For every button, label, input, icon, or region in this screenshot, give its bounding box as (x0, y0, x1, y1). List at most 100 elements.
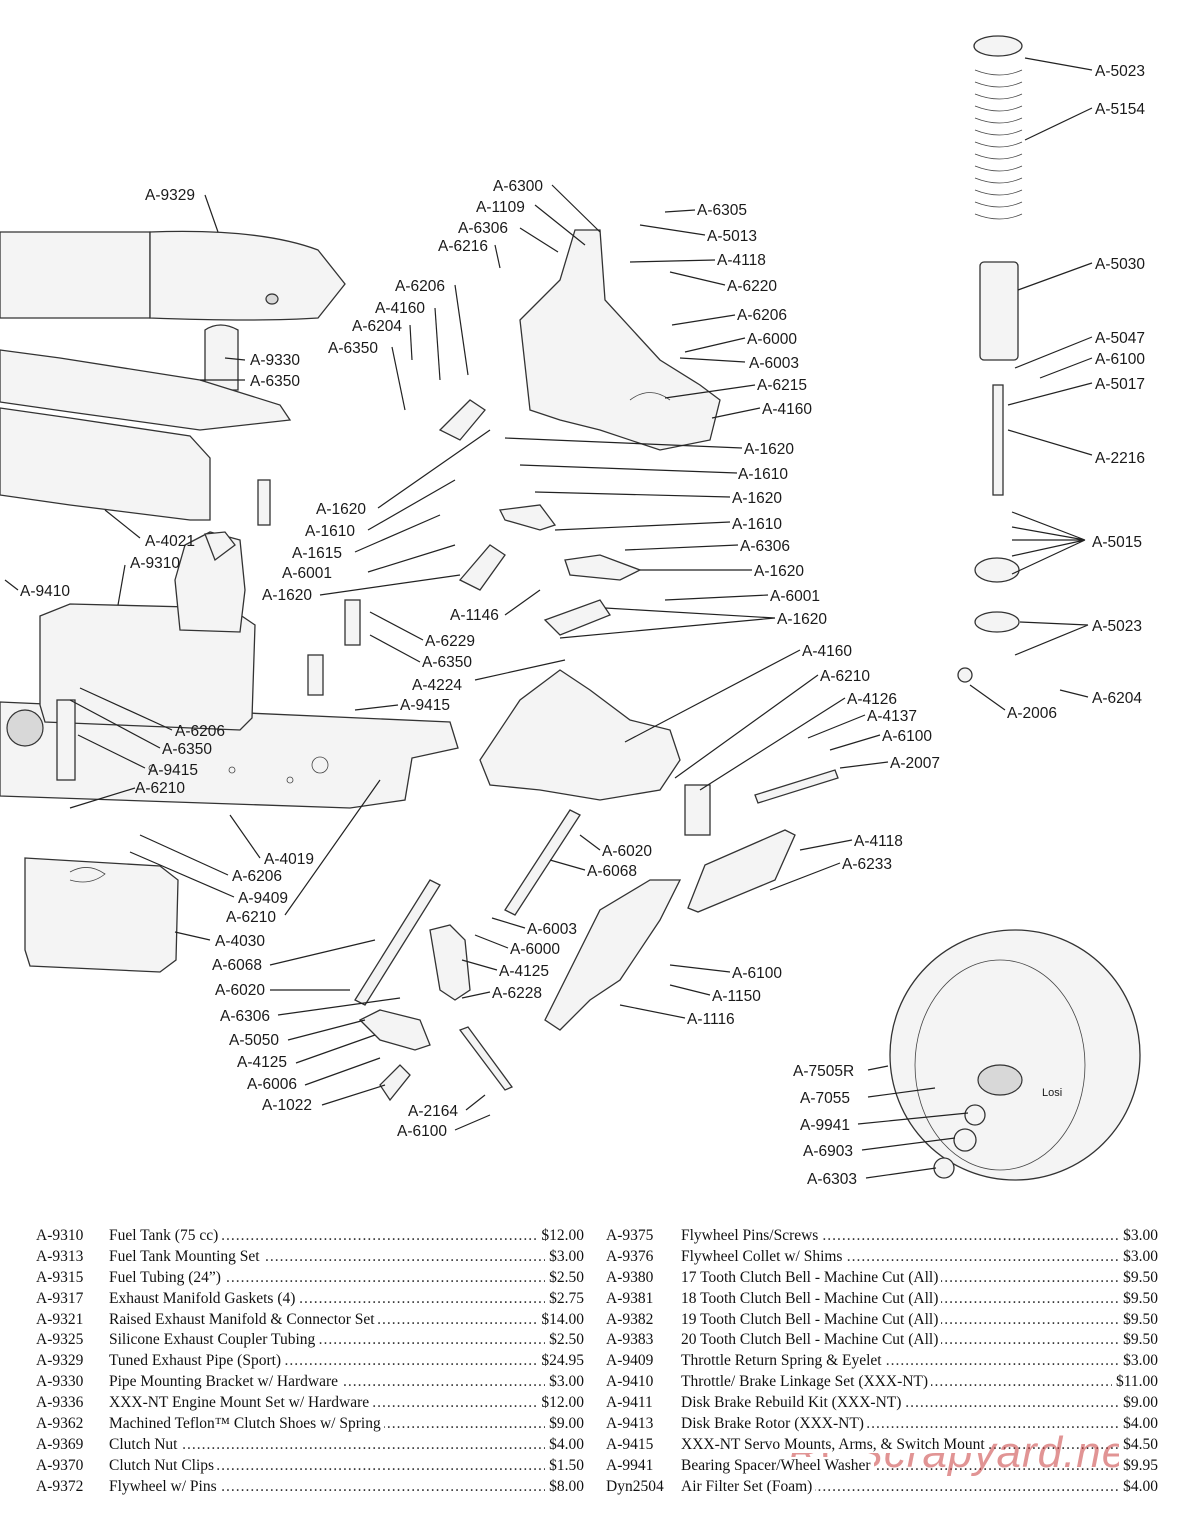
label-A-9330: A-9330 (250, 352, 300, 369)
link-rods (354, 809, 581, 1102)
label-A-1109: A-1109 (476, 199, 525, 216)
label-A-6000-b: A-6000 (510, 941, 560, 958)
label-A-6305: A-6305 (697, 202, 747, 219)
label-A-4030: A-4030 (215, 933, 265, 950)
label-A-6229: A-6229 (425, 633, 475, 650)
label-A-1610-b: A-1610 (738, 466, 788, 483)
posts (56, 599, 839, 836)
part-code: A-9321 (36, 1310, 84, 1328)
part-description: Air Filter Set (Foam) (681, 1477, 816, 1495)
part-code: A-9317 (36, 1289, 84, 1307)
label-A-1620-b: A-1620 (262, 587, 312, 604)
part-price: $12.00 (537, 1393, 584, 1415)
label-A-6210-b: A-6210 (226, 909, 276, 926)
part-code: A-9415 (606, 1435, 654, 1453)
part-price: $2.50 (545, 1267, 584, 1289)
part-price: $12.00 (537, 1226, 584, 1247)
label-A-1620-f: A-1620 (777, 611, 827, 628)
part-code: A-9375 (606, 1227, 654, 1244)
chassis-plate (0, 701, 459, 809)
part-code: A-9310 (36, 1227, 84, 1244)
label-A-6003: A-6003 (749, 355, 799, 372)
part-description: 18 Tooth Clutch Bell - Machine Cut (All) (681, 1289, 942, 1307)
label-A-1610: A-1610 (305, 523, 355, 540)
label-A-7505R: A-7505R (793, 1063, 854, 1080)
part-code: A-9382 (606, 1310, 654, 1328)
part-description: Fuel Tank (75 cc) (109, 1227, 222, 1244)
label-A-4118-b: A-4118 (854, 833, 903, 850)
label-A-1615: A-1615 (292, 545, 342, 562)
part-description: XXX-NT Engine Mount Set w/ Hardware (109, 1394, 373, 1412)
part-price: $2.50 (545, 1330, 584, 1352)
label-A-4021: A-4021 (145, 533, 195, 550)
label-A-5013: A-5013 (707, 228, 757, 245)
part-description: Disk Brake Rebuild Kit (XXX-NT) (681, 1394, 905, 1412)
label-A-1620-c: A-1620 (744, 441, 794, 458)
label-A-6206-c: A-6206 (232, 868, 282, 885)
part-description: Disk Brake Rotor (XXX-NT) (681, 1415, 867, 1433)
part-code: A-9370 (36, 1456, 84, 1474)
label-A-6100: A-6100 (397, 1123, 447, 1140)
label-A-6204: A-6204 (352, 318, 402, 335)
part-code: A-9325 (36, 1331, 84, 1349)
label-A-2006: A-2006 (1007, 705, 1057, 722)
wheel-logo-text: Losi (1042, 1087, 1062, 1099)
part-price: $14.00 (537, 1309, 584, 1331)
label-A-1150: A-1150 (712, 988, 761, 1005)
label-A-6306-b: A-6306 (458, 220, 508, 237)
label-A-6100-d: A-6100 (1095, 351, 1145, 368)
label-A-6350-c: A-6350 (162, 741, 212, 758)
part-price: $9.50 (1119, 1330, 1158, 1352)
part-description: XXX-NT Servo Mounts, Arms, & Switch Moun… (681, 1435, 988, 1453)
label-A-6210-c: A-6210 (820, 668, 870, 685)
part-price: $4.00 (1119, 1414, 1158, 1435)
label-A-6206: A-6206 (395, 278, 445, 295)
part-description: Flywheel w/ Pins (109, 1477, 220, 1495)
label-A-6215: A-6215 (757, 377, 807, 394)
label-A-4125: A-4125 (237, 1054, 287, 1071)
rear-arm (544, 879, 682, 1031)
label-A-5023-b: A-5023 (1092, 618, 1142, 635)
label-A-6350: A-6350 (250, 373, 300, 390)
label-A-6306-c: A-6306 (740, 538, 790, 555)
label-A-1620: A-1620 (316, 501, 366, 518)
label-A-6350-d: A-6350 (422, 654, 472, 671)
part-code: A-9941 (606, 1456, 654, 1474)
part-price: $9.50 (1119, 1309, 1158, 1331)
part-description: Throttle Return Spring & Eyelet (681, 1352, 885, 1370)
label-A-6001: A-6001 (282, 565, 332, 582)
part-code: A-9380 (606, 1268, 654, 1286)
part-price: $1.50 (545, 1455, 584, 1477)
label-A-1620-e: A-1620 (754, 563, 804, 580)
label-A-5047: A-5047 (1095, 330, 1145, 347)
part-price: $9.00 (545, 1414, 584, 1435)
label-A-6003-b: A-6003 (527, 921, 577, 938)
part-code: Dyn2504 (606, 1477, 664, 1495)
part-description: Fuel Tubing (24”) (109, 1268, 224, 1286)
part-price: $3.00 (1119, 1351, 1158, 1373)
label-A-6068-b: A-6068 (587, 863, 637, 880)
label-A-9329: A-9329 (145, 187, 195, 204)
part-code: A-9313 (36, 1247, 84, 1265)
label-A-6006: A-6006 (247, 1076, 297, 1093)
engine-mount (0, 349, 292, 526)
part-price: $24.95 (537, 1351, 584, 1373)
label-A-4224: A-4224 (412, 677, 462, 694)
part-description: Fuel Tank Mounting Set (109, 1247, 263, 1265)
part-description: Bearing Spacer/Wheel Washer (681, 1456, 874, 1474)
label-A-5015: A-5015 (1092, 534, 1142, 551)
label-A-6216: A-6216 (438, 238, 488, 255)
label-A-4125-b: A-4125 (499, 963, 549, 980)
